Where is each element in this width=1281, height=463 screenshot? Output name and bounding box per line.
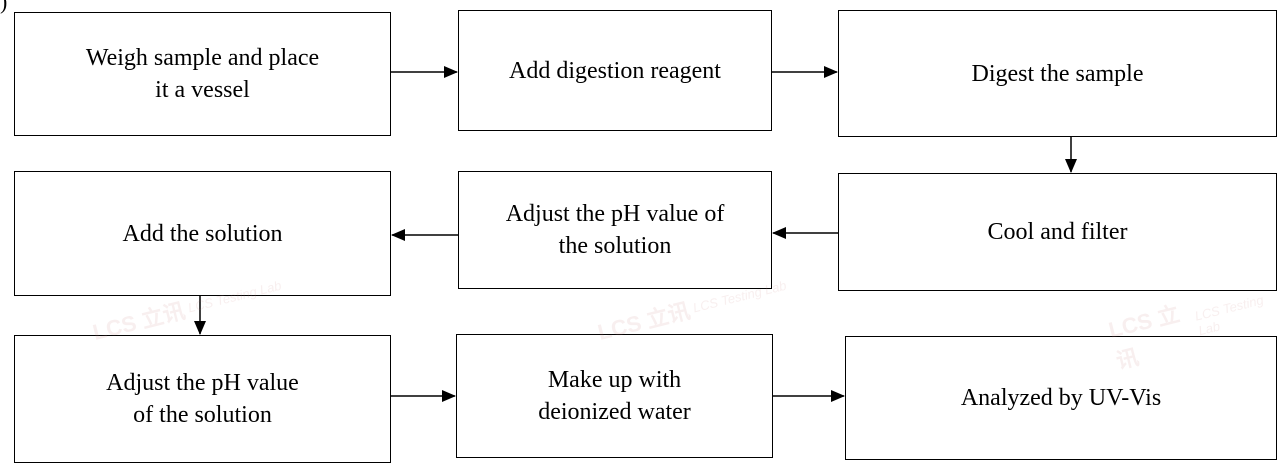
step-weigh-sample: Weigh sample and place it a vessel — [14, 12, 391, 136]
step-line: deionized water — [538, 399, 691, 425]
step-line: Weigh sample and place — [85, 45, 320, 71]
corner-mark: ) — [0, 0, 8, 14]
step-analyzed-uv-vis: Analyzed by UV-Vis — [845, 336, 1277, 460]
step-cool-and-filter: Cool and filter — [838, 173, 1277, 291]
step-line: Adjust the pH value — [106, 370, 299, 396]
step-line: the solution — [558, 233, 672, 259]
step-line: it a vessel — [155, 77, 250, 103]
step-add-solution: Add the solution — [14, 171, 391, 296]
step-adjust-ph-2: Adjust the pH value of the solution — [14, 335, 391, 463]
watermark-text: LCS Testing Lab — [1193, 292, 1266, 339]
step-adjust-ph-1: Adjust the pH value of the solution — [458, 171, 772, 289]
step-line: Analyzed by UV-Vis — [960, 385, 1162, 411]
step-line: Add the solution — [122, 220, 283, 247]
step-line: of the solution — [133, 402, 272, 428]
step-line: Make up with — [547, 367, 682, 393]
step-digest-sample: Digest the sample — [838, 10, 1277, 137]
step-add-digestion-reagent: Add digestion reagent — [458, 10, 772, 131]
step-line: Add digestion reagent — [509, 57, 721, 84]
step-line: Adjust the pH value of — [505, 201, 725, 227]
step-line: Digest the sample — [971, 60, 1144, 87]
step-line: Cool and filter — [987, 219, 1128, 245]
step-make-up-water: Make up with deionized water — [456, 334, 773, 458]
